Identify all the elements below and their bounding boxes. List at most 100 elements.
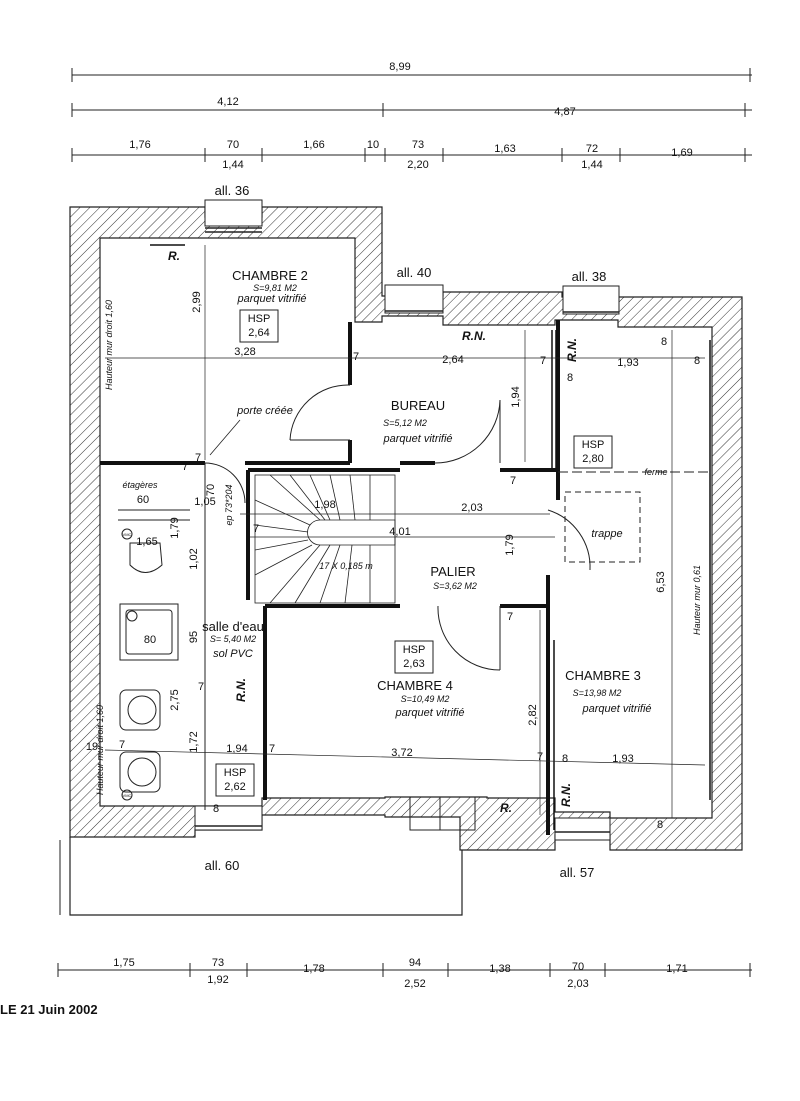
window-label-36: all. 36: [215, 183, 250, 198]
vmc-label-2: VMC: [123, 793, 132, 798]
bdim-b: 73: [212, 957, 224, 969]
salle-eau-area: S= 5,40 M2: [210, 634, 256, 644]
wall-thickness-7: 7: [182, 461, 188, 473]
etageres-label: étagères: [122, 480, 158, 490]
wall-thickness-7: 7: [269, 743, 275, 755]
hauteur-right-label: Hauteur mur 0,61: [692, 565, 702, 635]
dim-sde-a: 1,94: [226, 743, 247, 755]
staircase: [254, 474, 396, 604]
ferme-label: ferme: [644, 467, 667, 477]
wall-thickness-8: 8: [661, 336, 667, 348]
salle-eau-hsp-label: HSP: [224, 767, 247, 779]
interior-walls: [100, 320, 560, 835]
balcony: [69, 837, 463, 916]
dim-palier-c: 4,01: [389, 526, 410, 538]
bdim-e: 1,38: [489, 963, 510, 975]
porte-creee-label: porte créée: [236, 405, 293, 417]
bureau-area: S=5,12 M2: [383, 418, 427, 428]
bureau-floor: parquet vitrifié: [382, 433, 452, 445]
chambre2-floor: parquet vitrifié: [236, 293, 306, 305]
dim-row3-d: 10: [367, 139, 379, 151]
dim-bureau-height: 1,94: [510, 386, 522, 407]
vmc-label-1: VMC: [123, 532, 132, 537]
chambre4-name: CHAMBRE 4: [377, 678, 453, 693]
chambre4-area: S=10,49 M2: [401, 694, 450, 704]
window-label-38: all. 38: [572, 269, 607, 284]
ep-label: ep 73*204: [224, 484, 234, 525]
trappe-outline: [564, 491, 641, 563]
chambre4-hsp-label: HSP: [403, 644, 426, 656]
dim-c2-width: 3,28: [234, 346, 255, 358]
porte-creee-pointer: [209, 419, 241, 456]
top-dimension-lines: [71, 68, 752, 162]
wall-thickness-8: 8: [657, 819, 663, 831]
footer-date: LE 21 Juin 2002: [0, 1002, 98, 1017]
wall-thickness-7: 7: [353, 351, 359, 363]
bdim-bottom-a: 1,92: [207, 974, 228, 986]
wall-thickness-7: 7: [510, 475, 516, 487]
bdim-bottom-b: 2,52: [404, 978, 425, 990]
bdim-c: 1,78: [303, 963, 324, 975]
radiator-rn-label-1: R.N.: [462, 329, 486, 343]
dim-c3-bottom: 1,93: [612, 753, 633, 765]
palier-name: PALIER: [430, 564, 475, 579]
dim-row3-f: 1,63: [494, 143, 515, 155]
bureau-name: BUREAU: [391, 398, 445, 413]
bdim-a: 1,75: [113, 957, 134, 969]
dim-wc: 1,65: [136, 536, 157, 548]
wall-thickness-7: 7: [540, 355, 546, 367]
wall-thickness-7: 7: [507, 611, 513, 623]
dim-c3-width: 1,93: [617, 357, 638, 369]
dim-row3-bottom-b: 2,20: [407, 159, 428, 171]
bottom-dimension-lines: [57, 963, 752, 977]
window-label-57: all. 57: [560, 865, 595, 880]
bdim-bottom-c: 2,03: [567, 978, 588, 990]
dim-sde-b: 1,72: [188, 731, 200, 752]
bdim-d: 94: [409, 957, 421, 969]
chambre3-area: S=13,98 M2: [573, 688, 622, 698]
salle-eau-hsp-box: [215, 763, 255, 797]
hauteur-bottom-label: Hauteur mur droit 1,60: [95, 705, 105, 795]
stairs-label: 17 X 0,185 m: [319, 561, 373, 571]
dim-row3-g: 72: [586, 143, 598, 155]
chambre2-hsp: 2,64: [248, 327, 269, 339]
dim-sde-e: 1,02: [188, 548, 200, 569]
dim-sde-f: 1,79: [169, 517, 181, 538]
wall-thickness-7: 7: [119, 739, 125, 751]
dim-palier-b: 2,03: [461, 502, 482, 514]
dim-c4-height: 2,82: [527, 704, 539, 725]
radiator-rn-label-2: R.N.: [565, 338, 579, 362]
dim-sde-c: 2,75: [169, 689, 181, 710]
wall-thickness-8: 8: [694, 355, 700, 367]
trappe-label: trappe: [591, 528, 622, 540]
wall-thickness-8: 8: [213, 803, 219, 815]
chambre3-hsp-box: [573, 435, 613, 469]
dim-row3-h: 1,69: [671, 147, 692, 159]
radiator-r-label-2: R.: [500, 801, 512, 815]
salle-eau-name: salle d'eau: [202, 619, 264, 634]
chambre4-floor: parquet vitrifié: [394, 707, 464, 719]
wall-thickness-7: 7: [253, 523, 259, 535]
dim-row3-e: 73: [412, 139, 424, 151]
doors: [204, 384, 591, 831]
window-label-60: all. 60: [205, 858, 240, 873]
wall-thickness-19: 19: [86, 741, 98, 753]
hauteur-left-label: Hauteur mur droit 1,60: [104, 300, 114, 390]
dim-row2-b: 4,87: [554, 106, 575, 118]
dim-c4-width: 3,72: [391, 747, 412, 759]
dim-row3-bottom-c: 1,44: [581, 159, 602, 171]
chambre3-name: CHAMBRE 3: [565, 668, 641, 683]
salle-eau-hsp: 2,62: [224, 781, 245, 793]
dim-sde-g: 1,05: [194, 496, 215, 508]
dim-row2-a: 4,12: [217, 96, 238, 108]
dim-c3-height: 6,53: [655, 571, 667, 592]
chambre2-hsp-box: [239, 309, 279, 343]
window-sills: [195, 227, 619, 833]
dim-sde-d: 95: [188, 631, 200, 643]
chambre3-floor: parquet vitrifié: [581, 703, 651, 715]
chambre2-name: CHAMBRE 2: [232, 268, 308, 283]
chambre4-hsp-box: [394, 640, 434, 674]
radiator-rn-label-4: R.N.: [559, 783, 573, 807]
wall-thickness-8: 8: [567, 372, 573, 384]
